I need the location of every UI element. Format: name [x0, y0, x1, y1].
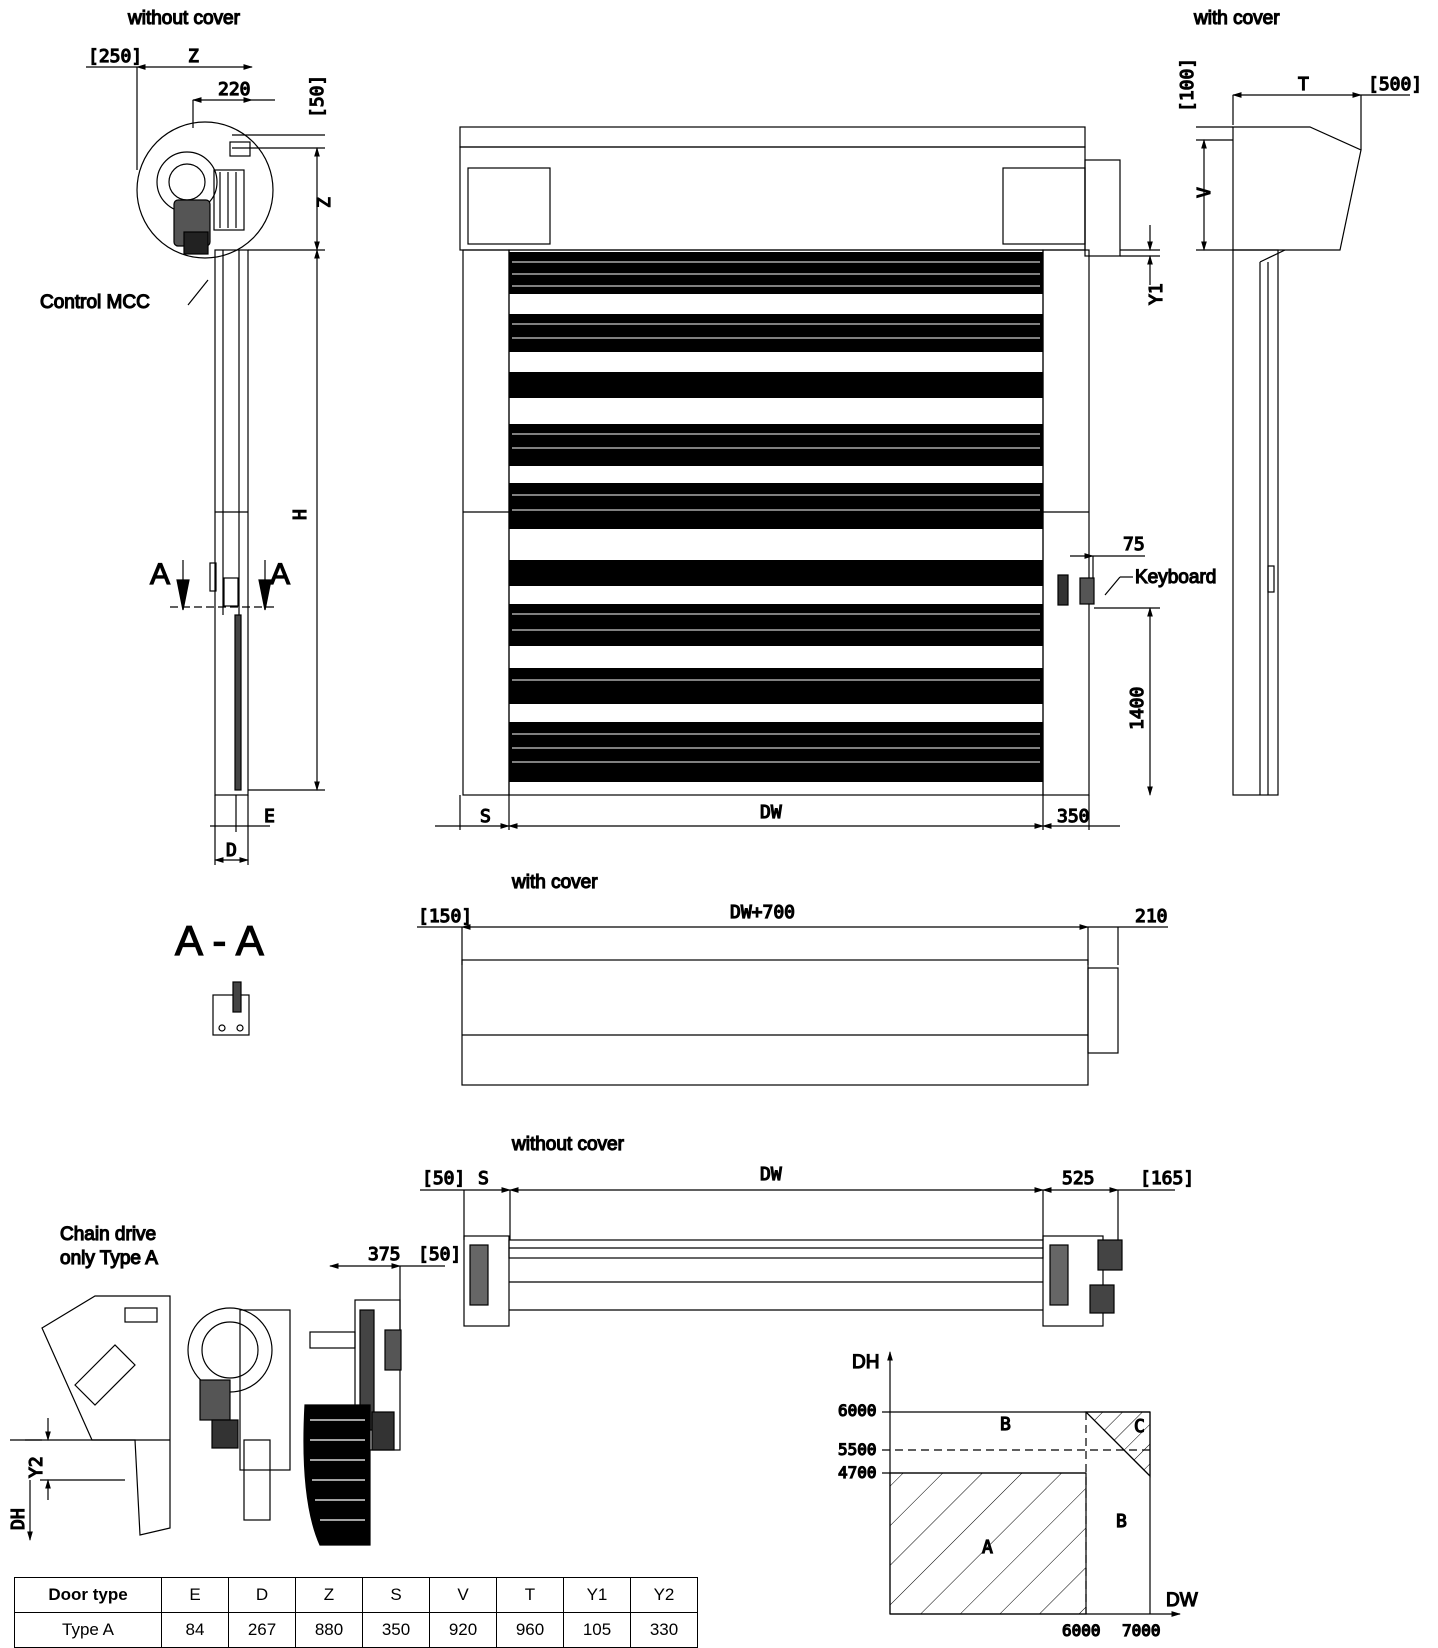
caption-section-a-a: A - A [175, 917, 264, 964]
dim-bracket-250: [250] [88, 46, 142, 67]
table-header: D [228, 1577, 296, 1613]
door-spec-table: Door type E D Z S V T Y1 Y2 Type A 84 26… [14, 1577, 698, 1648]
table-cell: 267 [228, 1612, 296, 1648]
table-header-row: Door type E D Z S V T Y1 Y2 [14, 1577, 698, 1613]
side-view-without-cover: without cover [250] Z 220 [50] Z H [39, 7, 336, 865]
caption-chain-drive-line1: Chain drive [60, 1224, 156, 1245]
label-control-mcc: Control MCC [40, 292, 150, 313]
table-header: Z [295, 1577, 363, 1613]
region-b-top: B [1000, 1414, 1011, 1435]
dim-e: E [264, 806, 275, 827]
dim-topn-s: S [478, 1168, 489, 1189]
table-cell: 330 [630, 1612, 698, 1648]
dim-y1: Y1 [1146, 283, 1167, 305]
top-view-with-cover: with cover [150] DW+700 210 [417, 871, 1168, 1086]
dim-z-top: Z [188, 46, 199, 67]
dim-z-vertical: Z [314, 197, 335, 208]
caption-chain-drive-line2: only Type A [60, 1248, 158, 1269]
table-header: Y2 [630, 1577, 698, 1613]
region-a: A [982, 1537, 993, 1558]
dim-v: V [1194, 187, 1215, 198]
caption-top-with-cover: with cover [511, 872, 598, 893]
table-cell: 880 [295, 1612, 363, 1648]
table-cell: 105 [563, 1612, 631, 1648]
region-b-right: B [1116, 1511, 1127, 1532]
region-c: C [1134, 1416, 1145, 1437]
table-cell: 960 [496, 1612, 564, 1648]
table-header: Y1 [563, 1577, 631, 1613]
dim-t: T [1298, 74, 1309, 95]
door-size-range-chart: DH DW 6000 5500 4700 6000 7000 B A B C [837, 1351, 1198, 1641]
table-header: S [362, 1577, 430, 1613]
caption-top-without-cover: without cover [511, 1134, 625, 1155]
dim-350: 350 [1057, 806, 1090, 827]
front-view: Y1 75 Keyboard 1400 S DW 350 [435, 126, 1217, 830]
dim-bracket-500: [500] [1368, 74, 1422, 95]
table-header: V [429, 1577, 497, 1613]
side-view-with-cover: with cover [100] T [500] V [1176, 7, 1423, 796]
caption-side-without-cover: without cover [127, 8, 241, 29]
dim-front-s: S [480, 806, 491, 827]
axis-label-dh: DH [852, 1352, 879, 1373]
top-view-without-cover: without cover [50] S DW 525 [165] [420, 1133, 1195, 1327]
table-header: Door type [14, 1577, 162, 1613]
y-tick-5500: 5500 [838, 1440, 877, 1459]
table-header: T [496, 1577, 564, 1613]
y-tick-4700: 4700 [838, 1463, 877, 1482]
table-cell: 84 [161, 1612, 229, 1648]
dim-1400: 1400 [1127, 687, 1148, 730]
table-cell: Type A [14, 1612, 162, 1648]
x-tick-6000: 6000 [1062, 1621, 1101, 1640]
dim-375: 375 [368, 1244, 401, 1265]
table-row: Type A 84 267 880 350 920 960 105 330 [14, 1612, 698, 1648]
table-cell: 350 [362, 1612, 430, 1648]
section-marker-right: A [270, 558, 290, 591]
dim-bracket-50: [50] [307, 75, 328, 118]
label-keyboard: Keyboard [1135, 567, 1216, 588]
x-tick-7000: 7000 [1122, 1621, 1161, 1640]
caption-side-with-cover: with cover [1193, 8, 1280, 29]
dim-topn-bracket-50: [50] [422, 1168, 465, 1189]
dim-h: H [290, 509, 311, 520]
dim-d: D [226, 840, 237, 861]
chain-drive-views: Chain drive only Type A Y2 DH 375 [50] [7, 1223, 462, 1546]
dim-525: 525 [1062, 1168, 1095, 1189]
dim-220: 220 [218, 79, 251, 100]
dim-topn-dw: DW [760, 1164, 782, 1185]
axis-label-dw: DW [1166, 1590, 1198, 1611]
table-header: E [161, 1577, 229, 1613]
dim-75: 75 [1123, 534, 1145, 555]
door-curtain [509, 252, 1043, 782]
section-marker-left: A [150, 558, 170, 591]
dim-chain-dh: DH [8, 1508, 29, 1530]
dim-bracket-165: [165] [1140, 1168, 1194, 1189]
dim-bracket-100: [100] [1177, 58, 1198, 112]
section-a-a: A - A [174, 916, 264, 1036]
dim-dw-plus-700: DW+700 [730, 902, 795, 923]
table-cell: 920 [429, 1612, 497, 1648]
dim-bracket-150: [150] [418, 906, 472, 927]
dim-210: 210 [1135, 906, 1168, 927]
dim-front-dw: DW [760, 802, 782, 823]
y-tick-6000: 6000 [838, 1401, 877, 1420]
dim-chain-bracket-50: [50] [418, 1244, 461, 1265]
dim-y2: Y2 [26, 1456, 47, 1478]
